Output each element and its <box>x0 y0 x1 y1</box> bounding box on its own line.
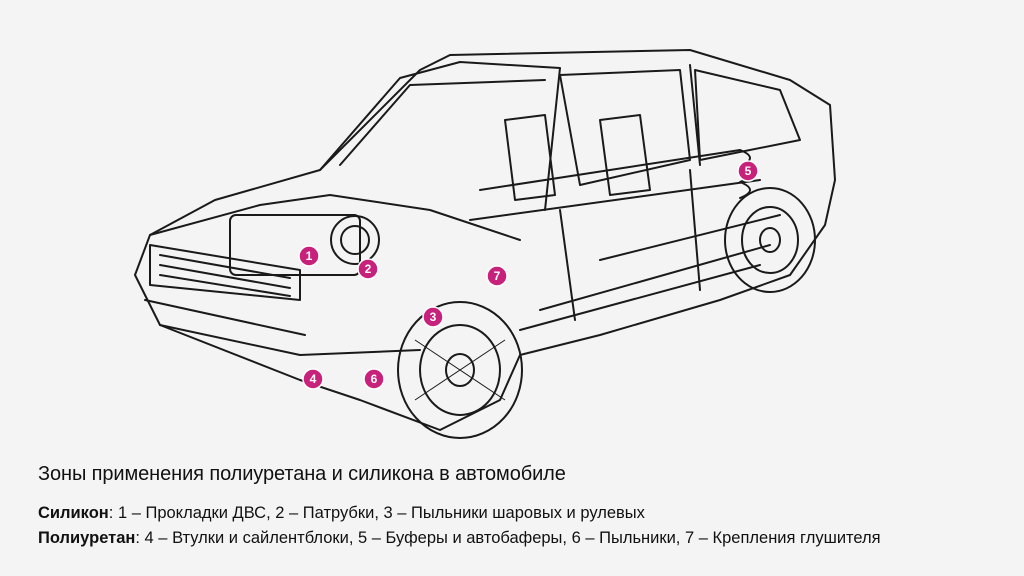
svg-text:6: 6 <box>371 372 378 386</box>
legend-text-polyurethane: : 4 – Втулки и сайлентблоки, 5 – Буферы … <box>135 529 881 547</box>
svg-text:2: 2 <box>365 262 372 276</box>
legend-polyurethane: Полиуретан: 4 – Втулки и сайлентблоки, 5… <box>38 529 881 548</box>
car-body-outline <box>134 49 836 431</box>
svg-text:4: 4 <box>310 372 317 386</box>
svg-text:3: 3 <box>430 310 437 324</box>
zone-marker-6: 6 <box>363 368 385 390</box>
zone-marker-7: 7 <box>486 265 508 287</box>
svg-text:1: 1 <box>306 249 313 263</box>
zone-marker-5: 5 <box>737 160 759 182</box>
legend-term-silicone: Силикон <box>38 504 109 522</box>
rear-wheel <box>724 187 816 293</box>
legend-text-silicone: : 1 – Прокладки ДВС, 2 – Патрубки, 3 – П… <box>108 504 645 522</box>
zone-marker-4: 4 <box>302 368 324 390</box>
legend-silicone: Силикон: 1 – Прокладки ДВС, 2 – Патрубки… <box>38 504 645 523</box>
zone-marker-3: 3 <box>422 306 444 328</box>
front-wheel <box>397 301 523 439</box>
page-title: Зоны применения полиуретана и силикона в… <box>38 463 566 485</box>
legend-term-polyurethane: Полиуретан <box>38 529 136 547</box>
zone-marker-2: 2 <box>357 258 379 280</box>
zone-markers: 1 2 3 4 5 6 7 <box>298 160 759 390</box>
car-cutaway-illustration: 1 2 3 4 5 6 7 <box>134 49 836 439</box>
svg-text:7: 7 <box>494 269 501 283</box>
zone-marker-1: 1 <box>298 245 320 267</box>
svg-text:5: 5 <box>745 164 752 178</box>
